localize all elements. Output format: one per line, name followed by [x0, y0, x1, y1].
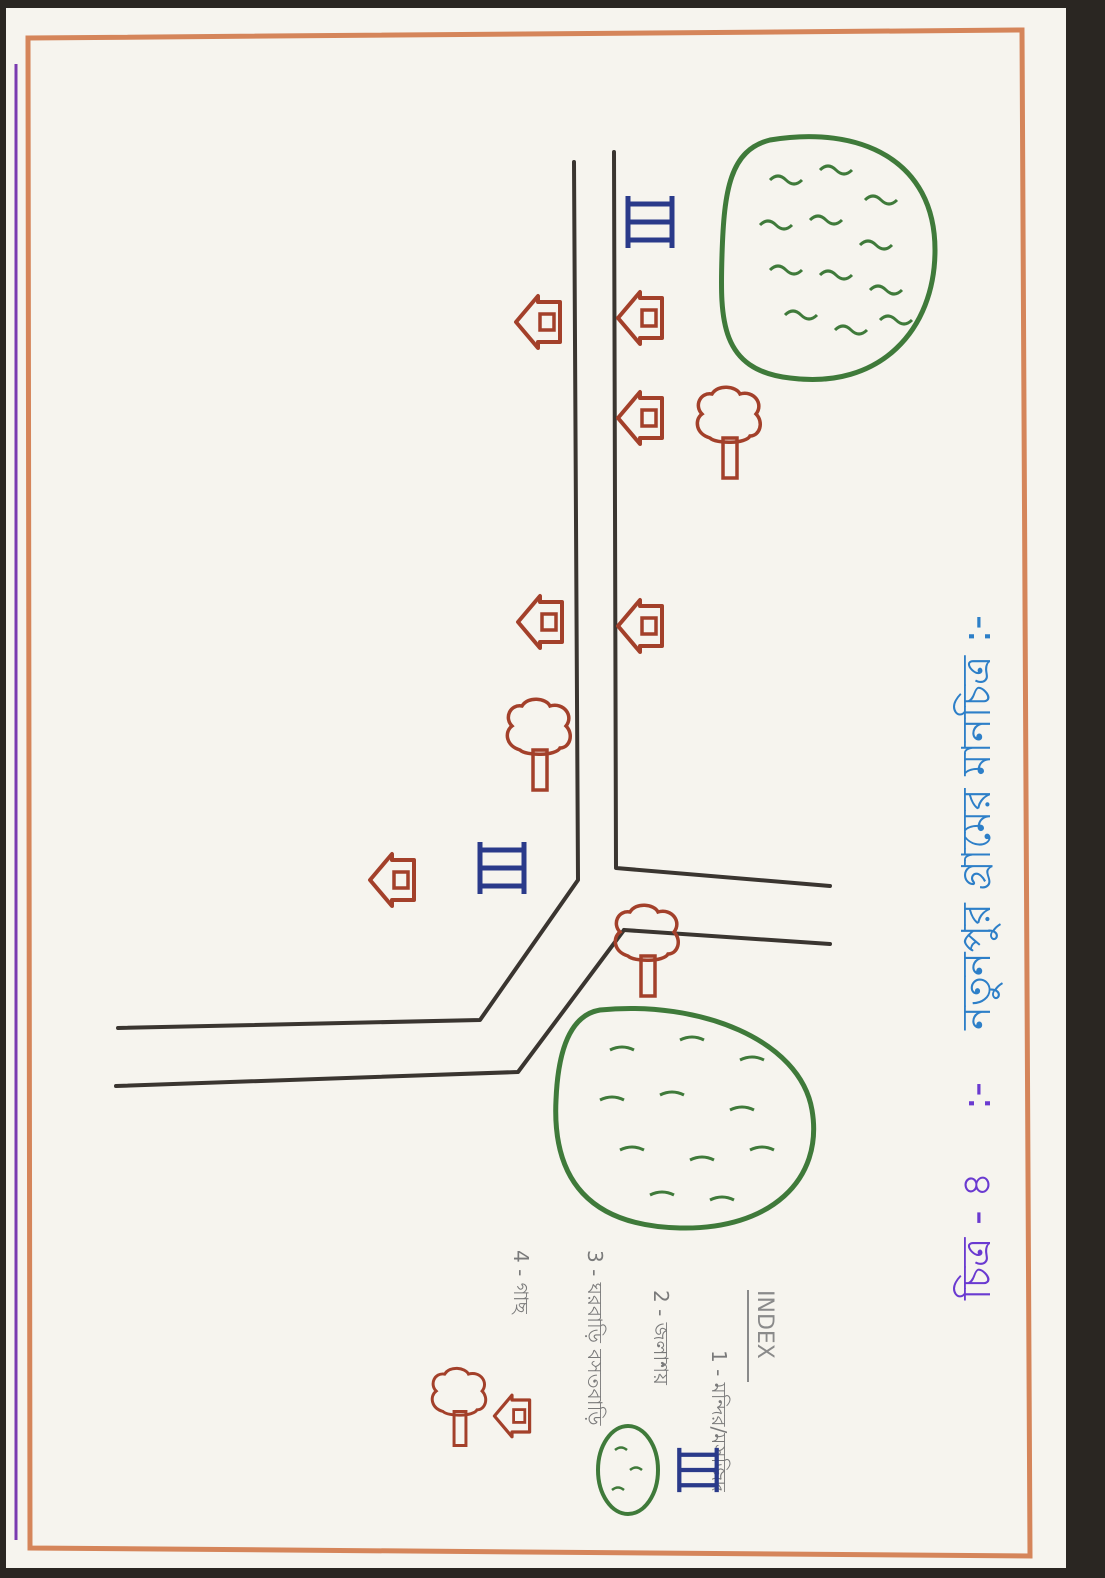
title-heading: নতুনপুর গ্রামের মানচিত্র :- [953, 615, 1003, 1031]
pond-large [718, 134, 938, 382]
pond-small [553, 1006, 816, 1231]
map-title: চিত্র - ৪ :- নতুনপুর গ্রামের মানচিত্র :- [953, 615, 1003, 1301]
paper-sheet [6, 8, 1066, 1568]
legend-temple-icon [679, 1448, 716, 1492]
legend-item-2: 2 - জলাশয় [649, 1290, 673, 1386]
road [114, 150, 832, 1088]
legend-item-4: 4 - গাছ [509, 1250, 533, 1316]
map-legend: INDEX 1 - মন্দির/মসজিদ 2 - জলাশয় 3 - ঘর… [430, 1250, 777, 1516]
legend-pond-icon [596, 1424, 660, 1516]
title-prefix: চিত্র - ৪ [953, 1172, 1000, 1301]
title-separator: :- [954, 1082, 1000, 1110]
temple-icon [480, 842, 524, 894]
temple-icon [628, 196, 672, 248]
map-border [25, 27, 1033, 1559]
legend-heading: INDEX [752, 1290, 777, 1359]
legend-item-3: 3 - ঘরবাড়ি বসতবাড়ি [583, 1250, 607, 1426]
